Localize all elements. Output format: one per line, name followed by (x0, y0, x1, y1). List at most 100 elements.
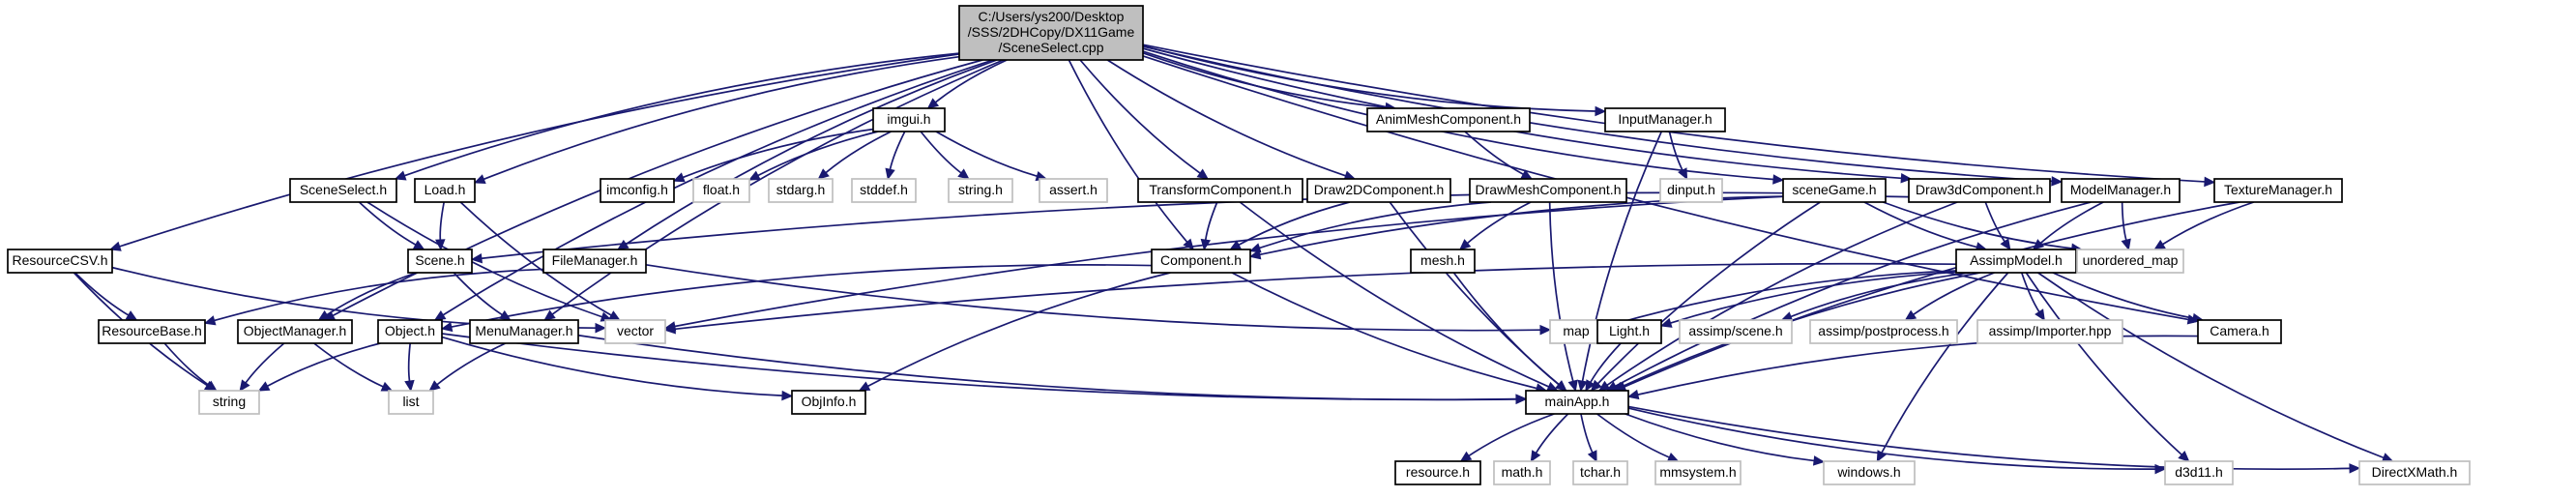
node-resource[interactable]: resource.h (1394, 460, 1481, 485)
arrow-head-icon (2121, 238, 2131, 251)
arrow-head-icon (205, 380, 218, 392)
node-label: ResourceBase.h (102, 323, 202, 338)
node-objinfo[interactable]: ObjInfo.h (791, 390, 866, 415)
edge-root-to-resourcecsv (108, 53, 960, 251)
node-sceneselect[interactable]: SceneSelect.h (289, 178, 397, 203)
edge-imgui-to-stdarg (817, 131, 892, 180)
edge-line (1068, 59, 1188, 243)
edge-resourcebase-to-string (163, 342, 218, 392)
node-stdarg: stdarg.h (768, 178, 834, 203)
arrow-head-icon (957, 168, 970, 180)
arrow-head-icon (394, 170, 407, 181)
node-label: d3d11.h (2175, 464, 2223, 480)
node-box (1604, 107, 1726, 132)
node-mesh[interactable]: mesh.h (1410, 249, 1476, 274)
node-animmesh[interactable]: AnimMeshComponent.h (1366, 107, 1531, 132)
node-transform[interactable]: TransformComponent.h (1137, 178, 1303, 203)
edge-component-to-objinfo (858, 272, 1171, 392)
edge-line (1239, 201, 1549, 388)
edge-line (1627, 405, 2351, 471)
arrow-head-icon (125, 310, 138, 321)
edge-line (1627, 407, 2156, 470)
node-label: mesh.h (1420, 252, 1465, 268)
node-label: Draw3dComponent.h (1916, 182, 2043, 197)
edge-line (1670, 271, 1957, 324)
node-drawmesh[interactable]: DrawMeshComponent.h (1469, 178, 1627, 203)
node-resourcecsv[interactable]: ResourceCSV.h (7, 249, 113, 274)
node-load[interactable]: Load.h (414, 178, 476, 203)
node-draw3d[interactable]: Draw3dComponent.h (1908, 178, 2051, 203)
edge-line (1259, 194, 1910, 256)
node-resourcebase[interactable]: ResourceBase.h (98, 319, 206, 344)
node-label: sceneGame.h (1792, 182, 1876, 197)
node-draw2d[interactable]: Draw2DComponent.h (1306, 178, 1451, 203)
edge-load-to-scene (435, 201, 446, 251)
arrow-head-icon (2000, 238, 2011, 251)
edge-line (2020, 272, 2040, 313)
edge-line (645, 263, 1541, 332)
node-label: AnimMeshComponent.h (1376, 111, 1521, 127)
arrow-head-icon (1595, 105, 1607, 117)
node-box (600, 178, 675, 203)
edge-line (674, 195, 1784, 328)
node-imgui[interactable]: imgui.h (872, 107, 946, 132)
edge-imgui-to-stddef (885, 131, 906, 181)
edge-inputmgr-to-dinput (1668, 131, 1688, 181)
edge-line (358, 201, 417, 246)
node-label: list (402, 394, 419, 409)
arrow-head-icon (817, 168, 830, 180)
node-label: TransformComponent.h (1149, 182, 1291, 197)
node-dinput: dinput.h (1659, 178, 1723, 203)
arrow-head-icon (595, 322, 607, 334)
edge-transform-to-mainapp (1239, 201, 1559, 392)
edge-filemgr-to-map (645, 263, 1552, 336)
arrow-head-icon (1248, 249, 1262, 260)
node-box (98, 319, 206, 344)
node-filemgr[interactable]: FileManager.h (542, 249, 647, 274)
edge-filemgr-to-resourcebase (203, 268, 544, 326)
edge-line (1590, 342, 1622, 383)
node-vector: vector (604, 319, 666, 344)
edge-line (459, 201, 612, 316)
node-scene[interactable]: Scene.h (407, 249, 473, 274)
node-component[interactable]: Component.h (1151, 249, 1251, 274)
edge-line (2037, 272, 2385, 459)
edge-object-to-string (257, 342, 381, 392)
node-box (2164, 460, 2234, 485)
node-object[interactable]: Object.h (377, 319, 443, 344)
node-objectmgr[interactable]: ObjectManager.h (237, 319, 353, 344)
node-mainapp[interactable]: mainApp.h (1525, 390, 1629, 415)
arrow-head-icon (108, 241, 122, 251)
edge-line (1625, 413, 1815, 462)
edge-line (867, 272, 1171, 388)
node-root[interactable]: C:/Users/ys200/Desktop/SSS/2DHCopy/DX11G… (958, 5, 1144, 61)
node-light[interactable]: Light.h (1596, 319, 1662, 344)
edge-line (1581, 131, 1663, 382)
arrow-head-icon (473, 174, 486, 185)
node-box (377, 319, 443, 344)
node-box (388, 390, 434, 415)
arrow-head-icon (1587, 450, 1597, 463)
arrow-head-icon (608, 310, 621, 321)
arrow-head-icon (404, 379, 415, 393)
node-label: assimp/scene.h (1688, 323, 1782, 338)
edge-drawmesh-to-component (1248, 201, 1492, 253)
edge-line (2121, 201, 2127, 241)
node-scenegame[interactable]: sceneGame.h (1782, 178, 1887, 203)
node-assimpmodel[interactable]: AssimpModel.h (1955, 249, 2077, 274)
edge-assimpmodel-to-windows (1876, 272, 2009, 463)
node-texmgr[interactable]: TextureManager.h (2213, 178, 2343, 203)
node-modelmgr[interactable]: ModelManager.h (2061, 178, 2181, 203)
edge-line (1883, 201, 2072, 249)
node-tchar: tchar.h (1572, 460, 1628, 485)
node-label: Component.h (1160, 252, 1242, 268)
arrow-head-icon (470, 252, 483, 264)
arrow-head-icon (2154, 463, 2167, 475)
node-menumgr[interactable]: MenuManager.h (469, 319, 579, 344)
node-aimp: assimp/Importer.hpp (1976, 319, 2123, 344)
node-inputmgr[interactable]: InputManager.h (1604, 107, 1726, 132)
node-box (948, 178, 1013, 203)
node-imconfig[interactable]: imconfig.h (600, 178, 675, 203)
node-camera[interactable]: Camera.h (2197, 319, 2282, 344)
arrow-head-icon (1900, 173, 1913, 184)
